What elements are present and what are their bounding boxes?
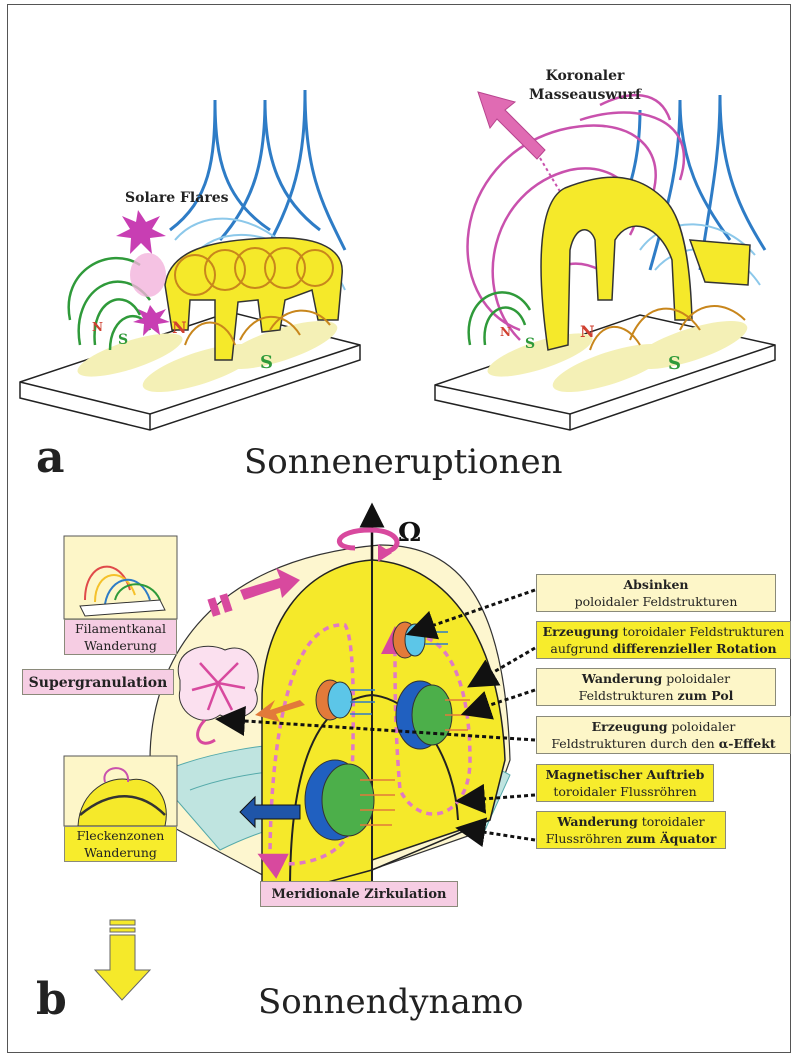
panel-a-left-diagram <box>20 90 360 430</box>
box5-bold: Magnetischer Auftrieb <box>546 767 705 782</box>
supergranulation-label: Supergranulation <box>22 669 174 695</box>
box4-bold-a: Erzeugung <box>592 719 668 734</box>
sunspot-label-line2: Wanderung <box>65 845 176 862</box>
box1-bold: Absinken <box>623 577 688 592</box>
omega-label: Ω <box>398 518 421 548</box>
box6-line2: Flussröhren <box>546 831 627 846</box>
pole-s-label-right-2: S <box>668 353 681 374</box>
panel-a-letter: a <box>36 432 65 483</box>
pole-n-label-right-1: N <box>500 325 511 339</box>
cme-label-line2: Masseauswurf <box>505 87 665 105</box>
pole-n-label-left-2: N <box>172 318 187 337</box>
meridional-circulation-label: Meridionale Zirkulation <box>260 881 458 907</box>
sunspot-label-line1: Fleckenzonen <box>65 828 176 845</box>
box3-bold-b: zum Pol <box>677 688 733 703</box>
box3-line2: Feldstrukturen <box>579 688 678 703</box>
solar-flares-label: Solare Flares <box>125 190 245 208</box>
panel-b-diagram <box>64 515 535 1000</box>
sunspot-zones-label: Fleckenzonen Wanderung <box>64 826 177 862</box>
box2-line2: aufgrund <box>550 641 612 656</box>
box5-line2: toroidaler Flussröhren <box>537 784 713 801</box>
cme-label-line1: Koronaler <box>505 68 665 86</box>
filament-label-line2: Wanderung <box>65 638 176 655</box>
box1-line2: poloidaler Feldstrukturen <box>537 594 775 611</box>
panel-a-right-diagram <box>435 92 775 430</box>
pole-n-label-left-1: N <box>92 320 103 334</box>
box2-bold-b: differenzieller Rotation <box>613 641 777 656</box>
panel-b-title: Sonnendynamo <box>258 982 523 1022</box>
box4-text-a: poloidaler <box>668 719 736 734</box>
process-box-toroidal-generation: Erzeugung toroidaler Feldstrukturen aufg… <box>536 621 791 659</box>
panel-b-letter: b <box>36 974 67 1025</box>
pole-s-label-left-1: S <box>118 332 128 348</box>
filament-channel-label: Filamentkanal Wanderung <box>64 619 177 655</box>
box6-bold-b: zum Äquator <box>626 831 716 846</box>
process-box-poloidal-migration: Wanderung poloidaler Feldstrukturen zum … <box>536 668 776 706</box>
box6-text-a: toroidaler <box>638 814 705 829</box>
pole-s-label-right-1: S <box>525 336 535 352</box>
process-box-sinking: Absinken poloidaler Feldstrukturen <box>536 574 776 612</box>
panel-a-title: Sonneneruptionen <box>244 442 563 482</box>
process-box-magnetic-buoyancy: Magnetischer Auftrieb toroidaler Flussrö… <box>536 764 714 802</box>
box4-line2: Feldstrukturen durch den <box>551 736 718 751</box>
pole-s-label-left-2: S <box>260 352 273 373</box>
pole-n-label-right-2: N <box>580 322 595 341</box>
box2-text-a: toroidaler Feldstrukturen <box>619 624 785 639</box>
box3-text-a: poloidaler <box>662 671 730 686</box>
box3-bold-a: Wanderung <box>582 671 662 686</box>
process-box-alpha-effect: Erzeugung poloidaler Feldstrukturen durc… <box>536 716 791 754</box>
filament-label-line1: Filamentkanal <box>65 621 176 638</box>
process-box-equator-migration: Wanderung toroidaler Flussröhren zum Äqu… <box>536 811 726 849</box>
box6-bold-a: Wanderung <box>557 814 637 829</box>
box4-bold-b: α-Effekt <box>719 736 776 751</box>
box2-bold-a: Erzeugung <box>543 624 619 639</box>
